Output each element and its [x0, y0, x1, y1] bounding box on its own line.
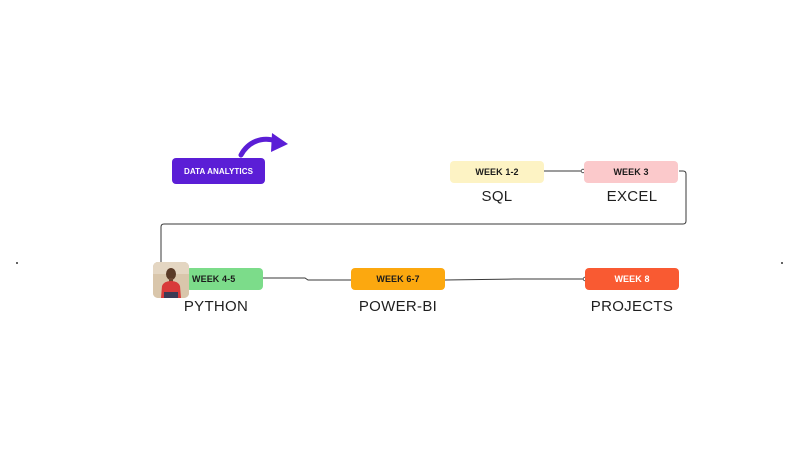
person-photo-icon: [153, 262, 189, 298]
connector-powerbi-projects: [444, 278, 585, 281]
connector-python-powerbi: [263, 277, 351, 281]
topic-projects: PROJECTS: [590, 298, 674, 315]
edge-dot-right: [781, 262, 783, 264]
topic-sql: SQL: [481, 188, 513, 205]
curved-arrow-icon: [238, 136, 279, 158]
week-6-7-badge: WEEK 6-7: [351, 268, 445, 290]
topic-power-bi: POWER-BI: [358, 298, 438, 315]
week-1-2-badge: WEEK 1-2: [450, 161, 544, 183]
week-8-badge: WEEK 8: [585, 268, 679, 290]
topic-python: PYTHON: [183, 298, 249, 315]
week-4-5-badge: WEEK 4-5: [186, 268, 263, 290]
week-3-badge: WEEK 3: [584, 161, 678, 183]
connector-excel-python: [160, 170, 687, 262]
topic-excel: EXCEL: [606, 188, 658, 205]
data-analytics-label: DATA ANALYTICS: [172, 158, 265, 184]
edge-dot-left: [16, 262, 18, 264]
avatar: [153, 262, 189, 298]
curved-arrow-head: [271, 133, 288, 152]
